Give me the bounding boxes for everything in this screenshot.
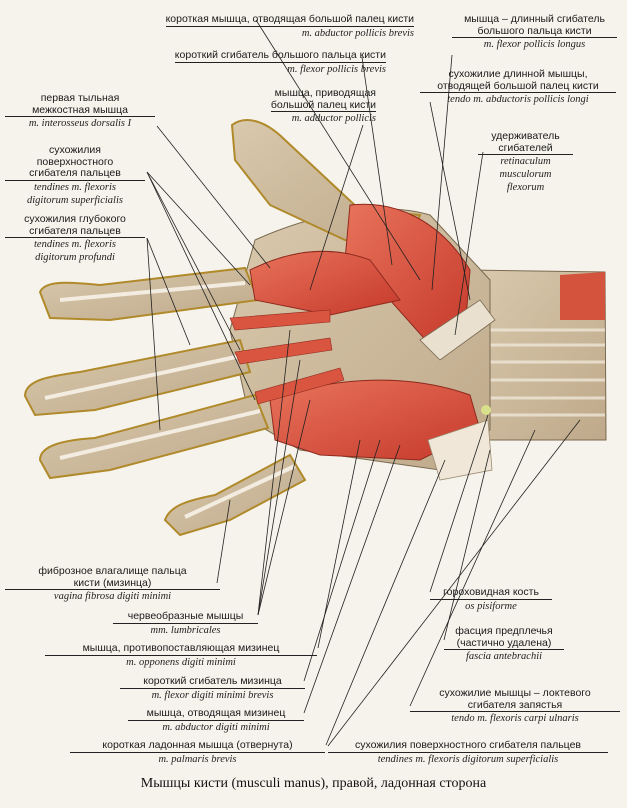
pisiform-bone <box>481 405 491 415</box>
lumbrical-muscles <box>229 309 345 405</box>
label-vagina-fibrosa: фиброзное влагалище пальца кисти (мизинц… <box>5 565 220 603</box>
label-os-pisiforme: гороховидная кость os pisiforme <box>430 586 552 613</box>
adductor-pollicis-muscle <box>249 250 401 316</box>
label-tendons-flexor-superficialis: сухожилия поверхностного сгибателя пальц… <box>5 144 145 207</box>
leader-lines <box>146 19 581 747</box>
label-abductor-digiti-minimi: мышца, отводящая мизинец m. abductor dig… <box>128 707 304 734</box>
label-tendo-flexoris-carpi-ulnaris: сухожилие мышцы – локтевого сгибателя за… <box>410 687 620 725</box>
label-abductor-pollicis-brevis: короткая мышца, отводящая большой палец … <box>165 13 414 39</box>
index-finger <box>38 266 260 322</box>
forearm-muscle-strip <box>560 272 605 320</box>
finger-tendons <box>44 281 296 519</box>
retinaculum-band <box>419 299 496 361</box>
label-flexor-pollicis-longus: мышца – длинный сгибатель большого пальц… <box>452 13 617 51</box>
label-interosseus-dorsalis: первая тыльная межкостная мышца m. inter… <box>5 92 155 130</box>
label-flexor-digiti-minimi-brevis: короткий сгибатель мизинца m. flexor dig… <box>120 675 305 702</box>
forearm-tendons <box>480 328 605 417</box>
label-fascia-antebrachii: фасция предплечья (частично удалена) fas… <box>444 625 564 663</box>
label-tendines-superficialis-bottom: сухожилия поверхностного сгибателя пальц… <box>328 739 608 766</box>
label-adductor-pollicis: мышца, приводящая большой палец кисти m.… <box>270 87 376 124</box>
label-tendo-abductoris-pollicis-longi: сухожилие длинной мышцы, отводящей больш… <box>420 68 616 106</box>
label-opponens-digiti-minimi: мышца, противопоставляющая мизинец m. op… <box>45 642 317 669</box>
fascia-flap <box>427 419 493 481</box>
label-lumbricales: червеобразные мышцы mm. lumbricales <box>113 610 258 637</box>
label-palmaris-brevis: короткая ладонная мышца (отвернута) m. p… <box>70 739 325 766</box>
figure-caption: Мышцы кисти (musculi manus), правой, лад… <box>140 776 487 791</box>
label-retinaculum-flexorum: удерживатель сгибателей retinaculum musc… <box>478 130 573 194</box>
label-tendons-flexor-profundi: сухожилия глубокого сгибателя пальцев te… <box>5 213 145 264</box>
label-flexor-pollicis-brevis: короткий сгибатель большого пальца кисти… <box>174 49 386 75</box>
